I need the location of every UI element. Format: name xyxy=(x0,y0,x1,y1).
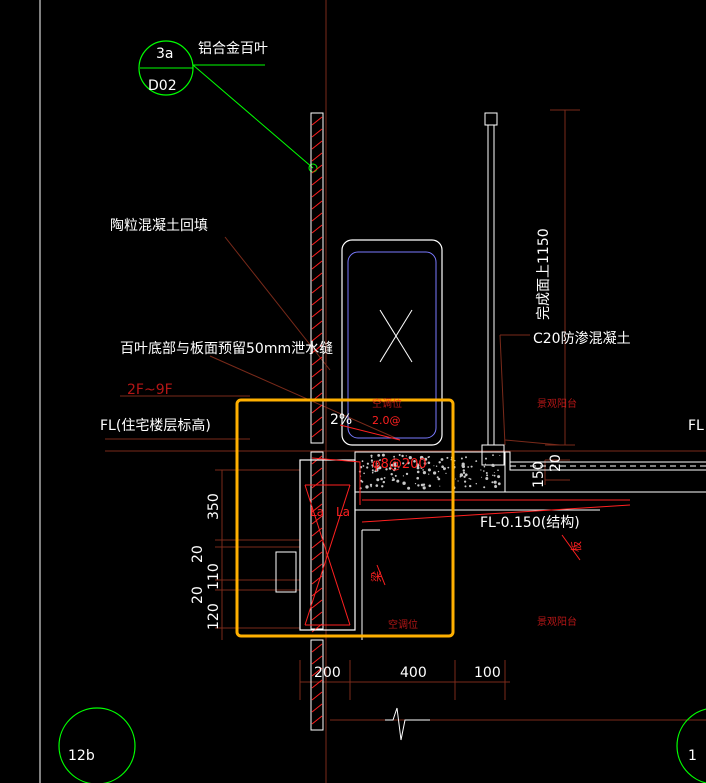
dim-100: 100 xyxy=(474,665,501,681)
fl-right-label: FL xyxy=(688,418,704,434)
callout-top-text: 3a xyxy=(156,46,174,62)
dim-350: 350 xyxy=(206,493,222,520)
slope-label: 2% xyxy=(330,412,352,428)
ceramsite-label: 陶粒混凝土回填 xyxy=(110,218,208,234)
la-label-2: La xyxy=(336,505,350,519)
c20-label: C20防渗混凝土 xyxy=(533,331,631,347)
dim-200: 200 xyxy=(314,665,341,681)
rebar-label: φ8@200 xyxy=(372,457,427,472)
louver-label: 铝合金百叶 xyxy=(198,41,268,57)
axis-left-label: 12b xyxy=(68,748,95,764)
railing-post xyxy=(481,112,505,466)
dim-150: 150 xyxy=(531,461,547,488)
finish-height-label: 完成面上1150 xyxy=(536,228,552,320)
la-label-1: La xyxy=(310,505,324,519)
wall-hatching xyxy=(311,116,323,725)
axis-bubble-right[interactable] xyxy=(676,708,706,783)
ac-top-label: 空调位 xyxy=(372,397,402,410)
detail-callout[interactable] xyxy=(138,40,194,96)
ac-bottom-label: 空调位 xyxy=(388,618,418,631)
callout-bottom-text: D02 xyxy=(148,78,177,94)
dim-20-b: 20 xyxy=(190,586,206,604)
dim-120: 120 xyxy=(206,603,222,630)
fl-left-label: FL(住宅楼层标高) xyxy=(100,417,211,434)
dim-400: 400 xyxy=(400,665,427,681)
dim-20-right: 20 xyxy=(548,454,564,472)
balcony-bottom-label: 景观阳台 xyxy=(537,615,577,628)
dim-20-a: 20 xyxy=(190,545,206,563)
dim-110: 110 xyxy=(206,563,222,590)
louver-gap-label: 百叶底部与板面预留50mm泄水缝 xyxy=(120,341,333,357)
rebar-lines xyxy=(311,424,631,586)
concrete-slab xyxy=(354,451,706,511)
fl-structure-label: FL-0.150(结构) xyxy=(480,515,580,531)
beam-section xyxy=(275,459,380,640)
callout-leader xyxy=(192,64,318,173)
highlight-box[interactable] xyxy=(235,398,455,638)
axis-bubble-left[interactable] xyxy=(58,707,136,783)
floor-range-label: 2F~9F xyxy=(127,382,173,398)
brown-guide-lines xyxy=(105,109,706,721)
axis-right-label: 1 xyxy=(688,748,697,764)
concrete-speckle xyxy=(358,453,501,490)
beam-label: 梁 xyxy=(369,571,383,582)
break-symbol xyxy=(385,707,430,741)
slab-label: 板 xyxy=(569,541,583,552)
red-note-label: 2.0@ xyxy=(372,414,401,427)
balcony-top-label: 景观阳台 xyxy=(537,397,577,410)
